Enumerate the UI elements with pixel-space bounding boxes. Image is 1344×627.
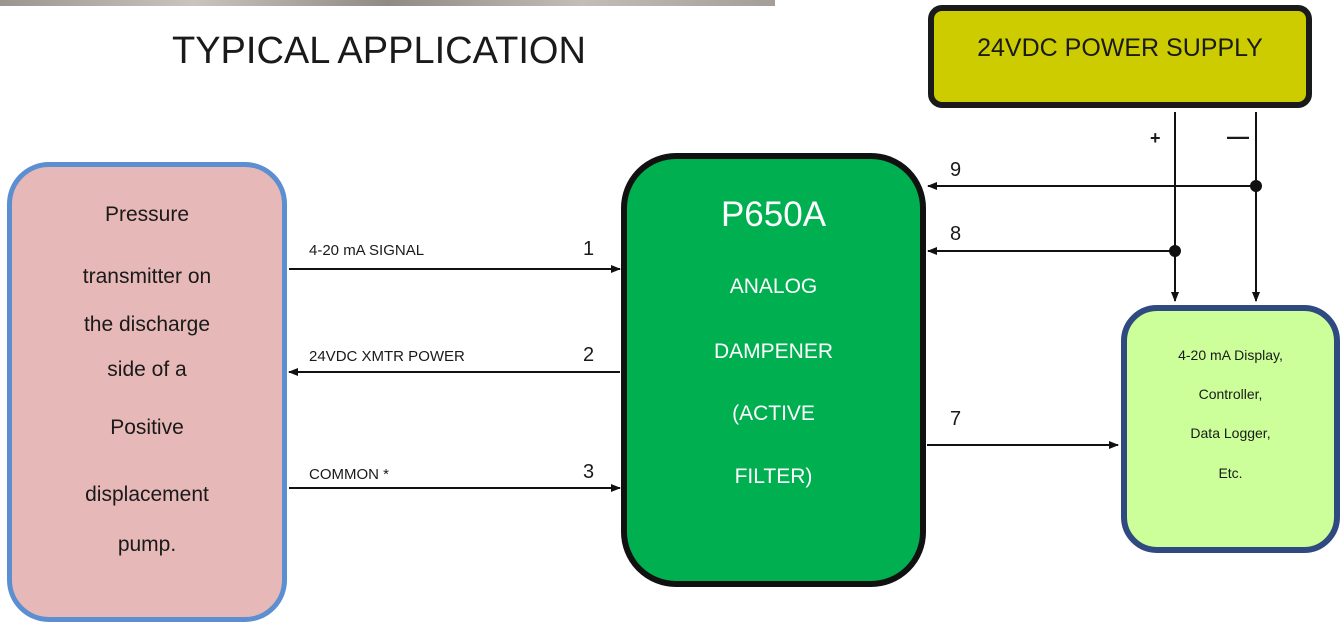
header-photo-strip xyxy=(0,0,775,6)
polarity-minus-label: — xyxy=(1227,124,1249,149)
pin-number: 8 xyxy=(950,223,962,245)
page-title: TYPICAL APPLICATION xyxy=(172,30,586,72)
display-text-line: Data Logger, xyxy=(1190,425,1271,441)
dampener-text-line: ANALOG xyxy=(729,275,818,298)
power-supply-box xyxy=(928,5,1312,108)
junction-dot xyxy=(1169,245,1181,257)
pin-number: 3 xyxy=(583,461,595,483)
pin-number: 7 xyxy=(950,408,962,430)
pin-number: 2 xyxy=(583,344,595,366)
display-controller-box xyxy=(1121,305,1340,553)
junction-dot xyxy=(1250,180,1262,192)
transmitter-text-line: transmitter on xyxy=(82,265,212,288)
polarity-plus-label: + xyxy=(1150,128,1161,148)
wire-label-signal: 4-20 mA SIGNAL xyxy=(309,242,425,259)
transmitter-text-line: the discharge xyxy=(83,313,211,336)
transmitter-text-line: pump. xyxy=(117,533,177,556)
dampener-text-line: DAMPENER xyxy=(713,340,834,363)
display-text-line: Controller, xyxy=(1198,386,1263,402)
display-text-line: 4-20 mA Display, xyxy=(1178,347,1283,363)
dampener-model: P650A xyxy=(720,195,827,234)
transmitter-text-line: side of a xyxy=(107,358,187,381)
power-supply-label: 24VDC POWER SUPPLY xyxy=(977,34,1263,62)
transmitter-text-line: displacement xyxy=(85,483,209,506)
wire-label-common: COMMON * xyxy=(309,466,389,483)
transmitter-text-line: Pressure xyxy=(104,203,190,226)
pressure-transmitter-box xyxy=(7,162,287,622)
wire-label-xmtr-power: 24VDC XMTR POWER xyxy=(309,348,465,365)
transmitter-text-line: Positive xyxy=(110,416,184,439)
pin-number: 1 xyxy=(583,238,595,260)
pin-number: 9 xyxy=(950,159,962,181)
dampener-text-line: FILTER) xyxy=(734,465,813,488)
display-text-line: Etc. xyxy=(1218,465,1243,481)
dampener-box xyxy=(621,153,926,587)
dampener-text-line: (ACTIVE xyxy=(732,402,815,425)
